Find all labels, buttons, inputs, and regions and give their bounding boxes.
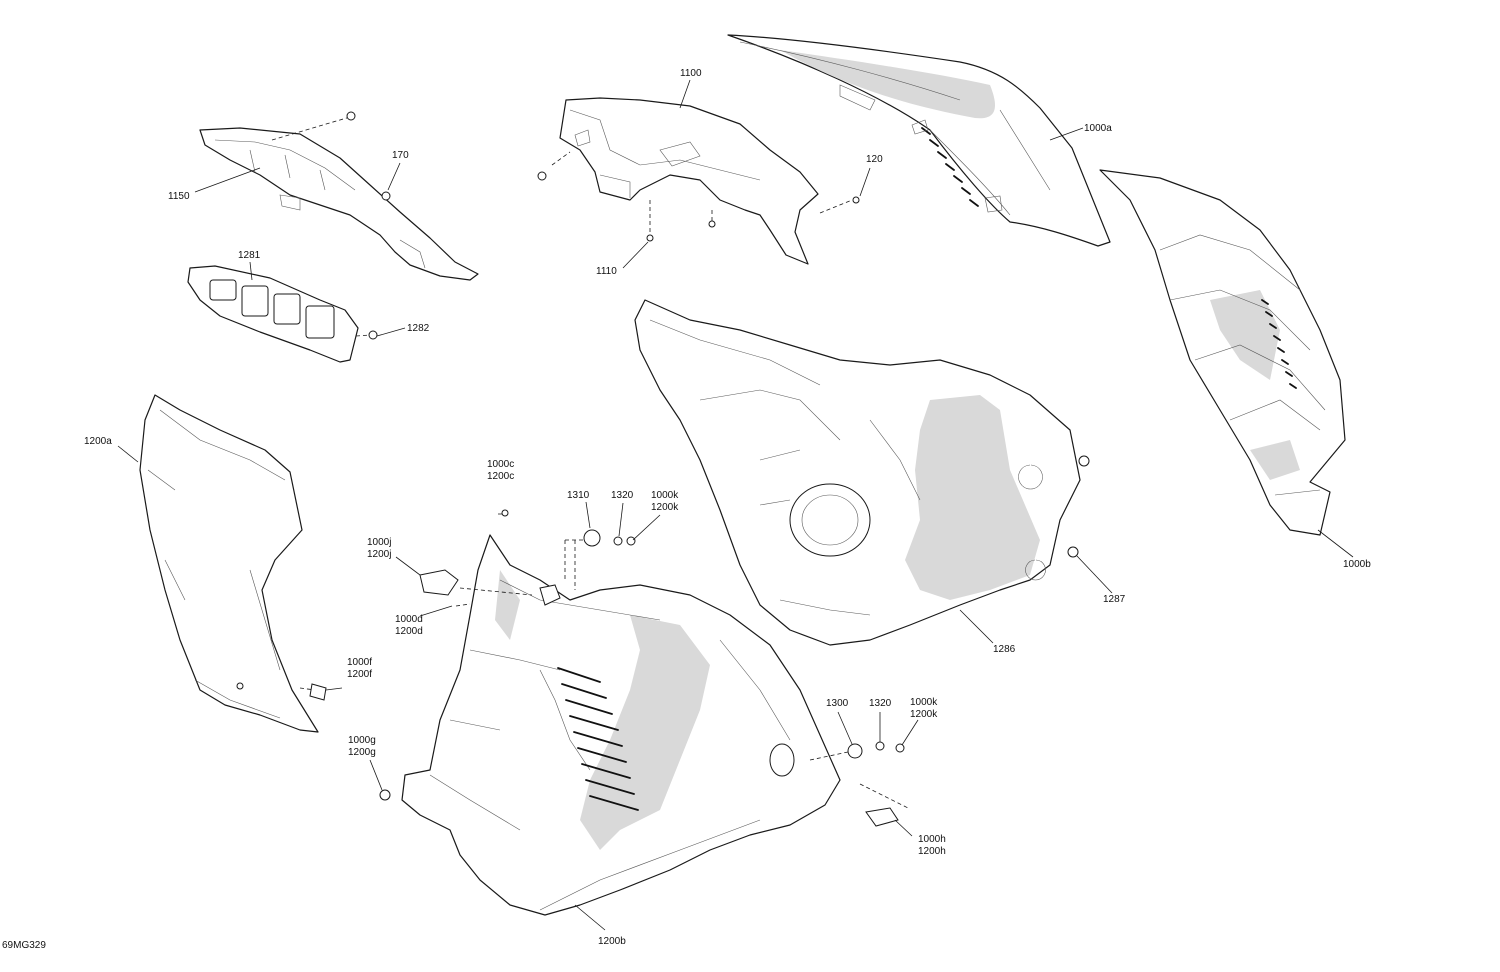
leader-lines bbox=[117, 79, 1354, 931]
callout-1200f: 1200f bbox=[347, 669, 372, 680]
callout-1000h: 1000h bbox=[918, 834, 946, 845]
hardware-1300-1320-1000k-lower bbox=[809, 741, 909, 827]
callout-1200b: 1200b bbox=[598, 936, 626, 947]
callout-1320-bottom: 1320 bbox=[869, 698, 892, 709]
callout-1200j: 1200j bbox=[367, 549, 391, 560]
callout-1200a: 1200a bbox=[84, 436, 112, 447]
callout-1000b: 1000b bbox=[1343, 559, 1371, 570]
callout-1000d: 1000d bbox=[395, 614, 423, 625]
part-1100-center-bracket bbox=[537, 97, 860, 265]
callout-labels: 1100 1000a 170 1150 120 1281 1110 1282 1… bbox=[2, 68, 1371, 951]
part-1200a-left-panel bbox=[139, 394, 327, 733]
callout-1110: 1110 bbox=[596, 266, 617, 277]
drawing-code: 69MG329 bbox=[2, 940, 46, 951]
callout-1000a: 1000a bbox=[1084, 123, 1112, 134]
callout-1150: 1150 bbox=[168, 191, 190, 202]
callout-1100: 1100 bbox=[680, 68, 702, 79]
callout-1300: 1300 bbox=[826, 698, 849, 709]
callout-1310: 1310 bbox=[567, 490, 590, 501]
callout-1000g: 1000g bbox=[348, 735, 376, 746]
callout-1281: 1281 bbox=[238, 250, 261, 261]
callout-1000f: 1000f bbox=[347, 657, 372, 668]
callout-1000j: 1000j bbox=[367, 537, 391, 548]
part-1200b-lower-panel bbox=[379, 509, 841, 916]
callout-1286: 1286 bbox=[993, 644, 1016, 655]
callout-1200k-top: 1200k bbox=[651, 502, 679, 513]
part-1150-left-bracket bbox=[199, 111, 479, 281]
callout-1200c: 1200c bbox=[487, 471, 514, 482]
part-1286-center-panel bbox=[634, 299, 1090, 646]
part-1281-grille bbox=[187, 265, 378, 363]
hardware-1310-1320-1000k bbox=[539, 529, 636, 606]
callout-1200h: 1200h bbox=[918, 846, 946, 857]
callout-1200g: 1200g bbox=[348, 747, 376, 758]
callout-1287: 1287 bbox=[1103, 594, 1126, 605]
part-1000b-right-panel bbox=[1099, 169, 1346, 536]
callout-1000k-top: 1000k bbox=[651, 490, 679, 501]
part-1000a-upper-panel bbox=[727, 34, 1111, 247]
callout-170: 170 bbox=[392, 150, 409, 161]
callout-1000k-bottom: 1000k bbox=[910, 697, 938, 708]
callout-1320-top: 1320 bbox=[611, 490, 634, 501]
callout-1000c: 1000c bbox=[487, 459, 514, 470]
callout-1200d: 1200d bbox=[395, 626, 423, 637]
callout-1200k-bottom: 1200k bbox=[910, 709, 938, 720]
callout-120: 120 bbox=[866, 154, 883, 165]
callout-1282: 1282 bbox=[407, 323, 430, 334]
